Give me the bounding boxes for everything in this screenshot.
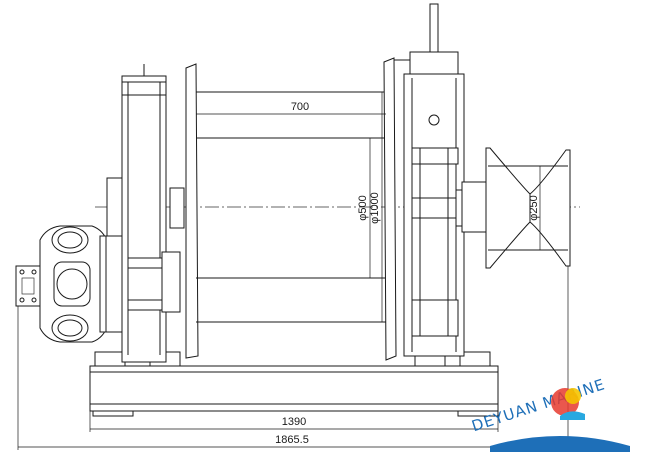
- drum: [185, 57, 410, 361]
- gearbox-frame: [106, 64, 185, 363]
- brake-assembly: [403, 3, 469, 357]
- drum-length-label: 700: [291, 101, 309, 113]
- hydraulic-motor: [15, 225, 123, 343]
- warping-head: [461, 147, 571, 269]
- drum-dia-label: φ500: [357, 195, 369, 221]
- dimension-lines: [17, 92, 569, 450]
- flange-dia-label: φ1000: [369, 192, 381, 224]
- warping-head-dia-label: φ250: [528, 195, 540, 221]
- base-length-label: 1390: [282, 416, 306, 428]
- overall-length-label: 1865.5: [275, 434, 309, 446]
